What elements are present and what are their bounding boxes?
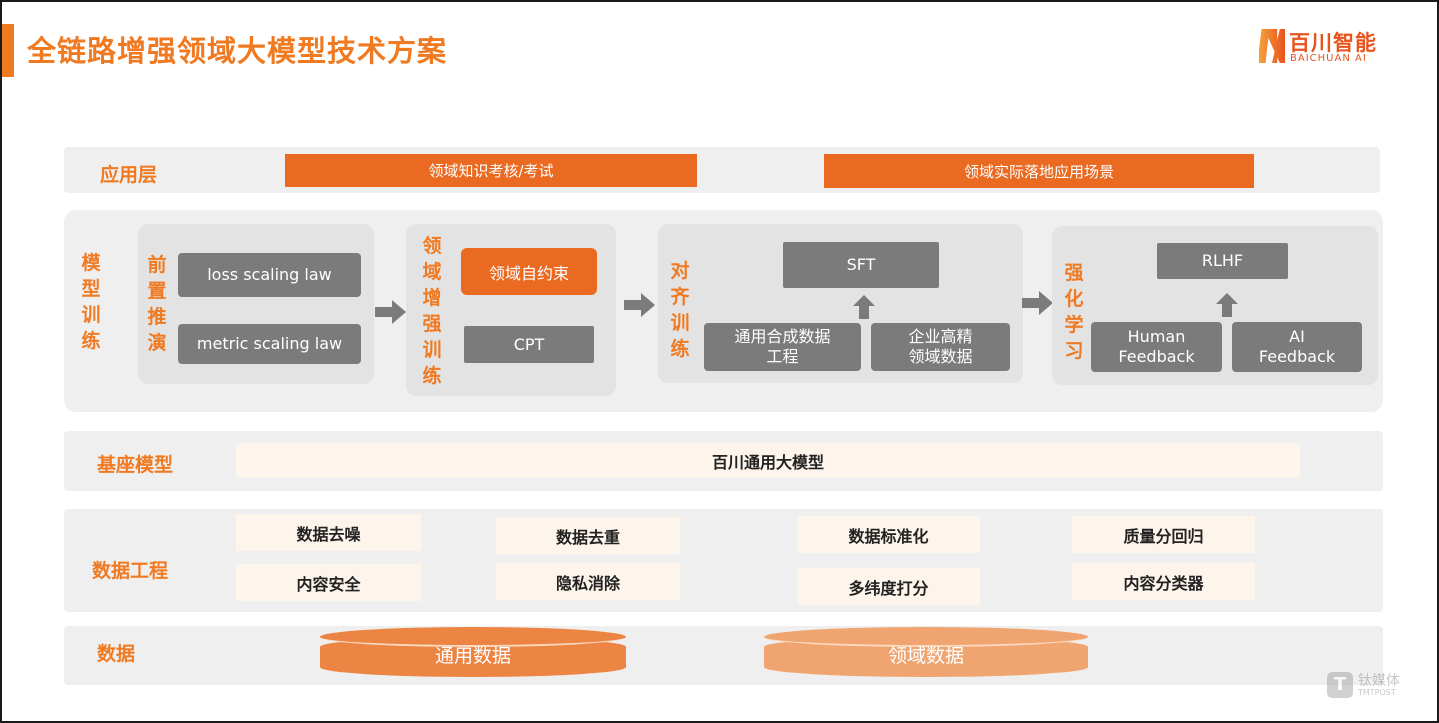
domain-enhance-label: 领域增强训练	[422, 235, 442, 387]
rlhf-box: RLHF	[1157, 243, 1288, 279]
arrow-up-icon	[853, 295, 875, 319]
alignment-label: 对齐训练	[670, 260, 690, 360]
data-engineering-item: 质量分回归	[1072, 516, 1255, 553]
tmtpost-watermark: T 钛媒体 TMTPOST	[1327, 670, 1437, 702]
metric-scaling-law-box: metric scaling law	[178, 324, 361, 364]
data-engineering-item: 数据标准化	[797, 516, 980, 553]
data-row	[64, 626, 1383, 685]
page-title: 全链路增强领域大模型技术方案	[27, 34, 448, 68]
model-training-label: 模型训练	[81, 252, 101, 352]
domain-data-label: 领域数据	[887, 645, 964, 667]
app-layer-label: 应用层	[100, 164, 158, 186]
base-model-label: 基座模型	[97, 454, 174, 476]
rl-label: 强化学习	[1064, 262, 1084, 362]
human-feedback-box: Human Feedback	[1091, 322, 1222, 372]
enterprise-data-box: 企业高精领域数据	[871, 323, 1010, 371]
cpt-box: CPT	[464, 326, 594, 363]
data-engineering-item: 隐私消除	[496, 563, 680, 600]
general-data-label: 通用数据	[434, 645, 511, 667]
arrow-up-icon	[1216, 293, 1238, 317]
data-engineering-item: 数据去重	[496, 517, 680, 554]
general-data-cylinder: 通用数据	[320, 627, 626, 677]
title-accent-bar	[2, 24, 14, 77]
synthetic-data-box: 通用合成数据工程	[704, 323, 861, 371]
watermark-cn: 钛媒体	[1358, 673, 1400, 689]
arrow-right-icon	[624, 293, 656, 317]
logo-subtext: BAICHUAN AI	[1290, 53, 1367, 64]
data-engineering-label: 数据工程	[92, 560, 169, 582]
ai-feedback-box: AI Feedback	[1232, 322, 1362, 372]
watermark-en: TMTPOST	[1358, 688, 1396, 697]
data-engineering-item: 数据去噪	[236, 514, 421, 551]
app-scenario-box: 领域实际落地应用场景	[824, 154, 1254, 188]
loss-scaling-law-box: loss scaling law	[178, 253, 361, 297]
pre-deduction-label: 前置推演	[147, 254, 167, 354]
logo-text: 百川智能	[1289, 31, 1377, 55]
arrow-right-icon	[1022, 291, 1054, 315]
tmtpost-logo-icon: T	[1327, 672, 1353, 698]
app-exam-box: 领域知识考核/考试	[285, 154, 697, 187]
data-engineering-item: 多纬度打分	[797, 568, 980, 605]
domain-self-constraint-box: 领域自约束	[461, 248, 597, 295]
logo-mark-icon	[1259, 29, 1285, 63]
arrow-right-icon	[375, 300, 407, 324]
data-label: 数据	[97, 643, 136, 665]
data-engineering-item: 内容安全	[236, 564, 421, 601]
baichuan-base-model-box: 百川通用大模型	[236, 443, 1300, 478]
domain-data-cylinder: 领域数据	[764, 627, 1088, 677]
data-engineering-item: 内容分类器	[1072, 563, 1255, 600]
sft-box: SFT	[783, 242, 939, 288]
baichuan-logo: 百川智能 BAICHUAN AI	[1259, 27, 1404, 67]
